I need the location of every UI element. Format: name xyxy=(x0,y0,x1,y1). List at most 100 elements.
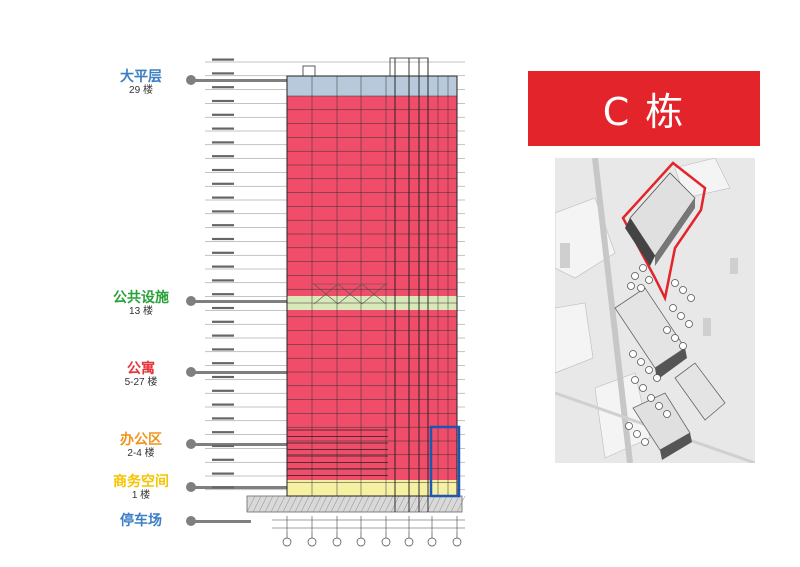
connector-line xyxy=(191,79,291,82)
parking-hatch-line xyxy=(432,495,442,513)
grid-axis-bubbles xyxy=(282,532,462,547)
tree-icon xyxy=(669,304,677,312)
label-apartment-title: 公寓 xyxy=(127,360,155,376)
parking-hatch-line xyxy=(312,495,322,513)
label-parking: 停车场 xyxy=(86,512,196,528)
level-tick-label xyxy=(212,72,234,75)
label-public-title: 公共设施 xyxy=(113,289,169,305)
tree-icon xyxy=(639,384,647,392)
parking-hatch-line xyxy=(318,495,328,513)
tree-icon xyxy=(637,284,645,292)
tree-icon xyxy=(631,272,639,280)
tree-icon xyxy=(627,282,635,290)
tree-icon xyxy=(655,402,663,410)
level-tick-label xyxy=(212,196,234,199)
level-tick-label xyxy=(212,99,234,103)
level-tick-label xyxy=(212,362,234,365)
tree-icon xyxy=(633,430,641,438)
tree-icon xyxy=(677,312,685,320)
parking-hatch-line xyxy=(258,495,268,513)
penthouse-block xyxy=(287,76,457,96)
parking-hatch-line xyxy=(294,495,304,513)
level-tick-label xyxy=(212,127,234,130)
parking-hatch-line xyxy=(438,495,448,513)
level-tick-label xyxy=(212,348,234,351)
parking-hatch-line xyxy=(402,495,412,513)
parking-hatch-line xyxy=(336,495,346,513)
tree-icon xyxy=(647,394,655,402)
level-tick-label xyxy=(212,279,234,282)
parking-hatch-line xyxy=(354,495,364,513)
label-office: 办公区 2-4 楼 xyxy=(86,431,196,460)
level-tick-label xyxy=(212,265,234,268)
parking-hatch-line xyxy=(378,495,388,513)
tree-icon xyxy=(663,410,671,418)
parking-hatch-line xyxy=(288,495,298,513)
core-columns xyxy=(394,58,429,512)
tree-icon xyxy=(671,279,679,287)
tree-icon xyxy=(625,422,633,430)
level-tick-label xyxy=(212,58,234,61)
level-tick-label xyxy=(212,320,234,323)
dimension-ticks xyxy=(286,516,458,532)
label-penthouse-title: 大平层 xyxy=(120,68,162,84)
axis-bubble xyxy=(381,537,391,547)
level-tick-label xyxy=(212,458,234,461)
parking-hatch-line xyxy=(270,495,280,513)
tree-icon xyxy=(653,374,661,382)
level-tick-label xyxy=(212,251,234,254)
level-tick-label xyxy=(212,431,234,434)
label-commercial-title: 商务空间 xyxy=(113,473,169,489)
tree-icon xyxy=(645,366,653,374)
parking-hatch-line xyxy=(456,495,466,513)
tree-icon xyxy=(637,358,645,366)
level-tick-label xyxy=(212,444,234,448)
tree-icon xyxy=(679,286,687,294)
parking-hatch-line xyxy=(282,495,292,513)
parking-hatch-line xyxy=(264,495,274,513)
level-tick-label xyxy=(212,155,234,158)
parking-base xyxy=(246,495,463,513)
label-public-floor: 13 楼 xyxy=(129,306,153,317)
building-elevation xyxy=(205,57,466,547)
level-tick-label xyxy=(212,334,234,337)
axis-bubble xyxy=(404,537,414,547)
axis-bubble xyxy=(282,537,292,547)
level-tick-label xyxy=(212,210,234,213)
parking-hatch-line xyxy=(450,495,460,513)
tree-icon xyxy=(645,276,653,284)
level-tick-label xyxy=(212,306,234,310)
parking-hatch-line xyxy=(444,495,454,513)
parking-hatch-line xyxy=(324,495,334,513)
tree-icon xyxy=(631,376,639,384)
label-apartment-floor: 5-27 楼 xyxy=(124,377,158,388)
connector-line xyxy=(191,300,291,303)
tree-icon xyxy=(687,294,695,302)
parking-hatch-line xyxy=(396,495,406,513)
level-tick-label xyxy=(212,375,234,379)
parking-hatch-line xyxy=(246,495,256,513)
level-tick-label xyxy=(212,237,234,241)
axis-bubble xyxy=(332,537,342,547)
tree-icon xyxy=(639,264,647,272)
apartment-block-lower xyxy=(287,310,457,480)
parking-hatch-line xyxy=(366,495,376,513)
parking-hatch-line xyxy=(252,495,262,513)
building-outline xyxy=(286,75,458,497)
parking-hatch-line xyxy=(330,495,340,513)
facade-horizontal-grid xyxy=(287,95,457,483)
label-parking-title: 停车场 xyxy=(120,512,162,528)
label-office-floor: 2-4 楼 xyxy=(127,448,155,459)
level-tick-label xyxy=(212,293,234,296)
label-public: 公共设施 13 楼 xyxy=(86,289,196,318)
tree-icon xyxy=(629,350,637,358)
level-tick-label xyxy=(212,403,234,406)
level-tick-label xyxy=(212,486,234,489)
connector-line xyxy=(191,443,291,446)
level-tick-label xyxy=(212,113,234,116)
site-plan-map xyxy=(555,158,755,463)
tree-icon xyxy=(663,326,671,334)
parking-hatch-line xyxy=(408,495,418,513)
apartment-block-upper xyxy=(287,96,457,296)
label-office-title: 办公区 xyxy=(120,431,162,447)
